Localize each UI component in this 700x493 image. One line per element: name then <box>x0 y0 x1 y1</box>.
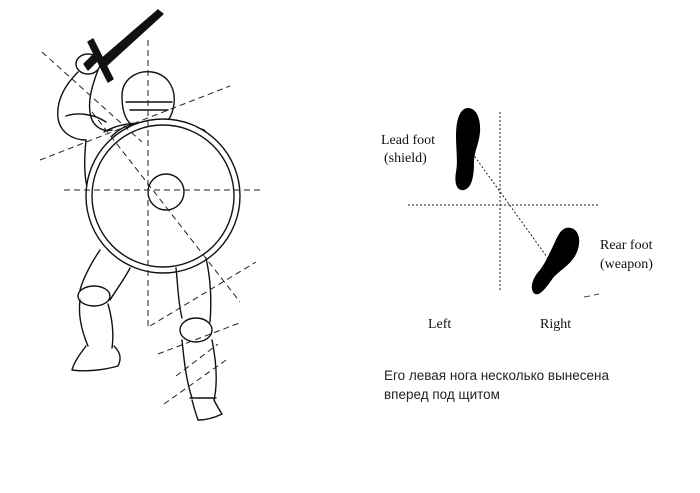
stance-connector <box>469 149 553 265</box>
round-shield <box>85 118 241 274</box>
footwork-diagram: Lead foot (shield) Rear foot (weapon) Le… <box>381 108 653 332</box>
rear-foot-sublabel: (weapon) <box>600 257 653 272</box>
caption: Его левая нога несколько вынесена вперед… <box>384 366 684 404</box>
rear-foot-print <box>531 227 580 295</box>
lead-foot-print <box>455 108 481 191</box>
figure-guide-lines <box>39 40 262 405</box>
rear-foot-label: Rear foot <box>600 238 653 253</box>
warrior-figure <box>57 9 241 421</box>
right-side-label: Right <box>540 317 571 332</box>
caption-line-2: вперед под щитом <box>384 387 500 402</box>
left-side-label: Left <box>428 317 451 332</box>
sword-arm <box>57 53 113 141</box>
crosshair-axes <box>408 112 598 292</box>
motion-dashes <box>583 293 600 298</box>
caption-line-1: Его левая нога несколько вынесена <box>384 368 609 383</box>
lead-foot-sublabel: (shield) <box>384 151 427 166</box>
legs <box>71 249 223 421</box>
lead-foot-label: Lead foot <box>381 133 435 148</box>
